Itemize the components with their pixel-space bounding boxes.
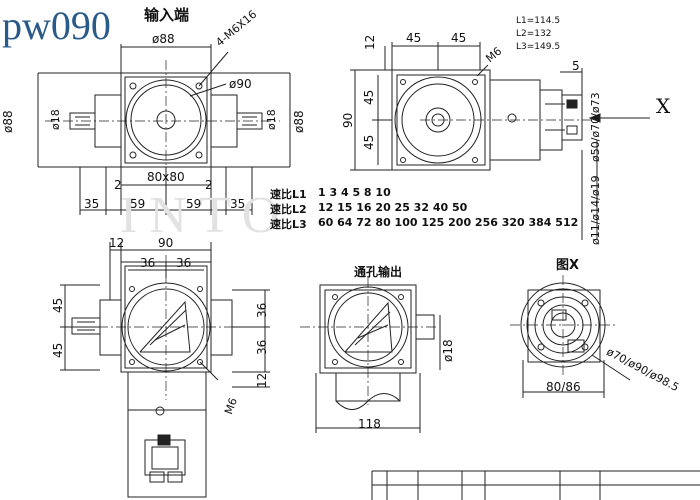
length-l1: L1=114.5	[516, 16, 561, 26]
top-view	[60, 242, 270, 498]
length-l2: L2=132	[516, 29, 552, 39]
dim-top-36-a: 36	[140, 256, 156, 270]
dim-bottom-59-left: 59	[130, 197, 146, 211]
dim-top-12-right: 12	[255, 372, 269, 388]
dim-bottom-59-right: 59	[186, 197, 202, 211]
dim-gap-left: 2	[114, 178, 122, 192]
dim-bottom-35-right: 35	[230, 197, 246, 211]
front-view	[37, 44, 291, 215]
title-block	[371, 470, 700, 500]
dim-gap-right: 2	[205, 178, 213, 192]
dim-flange-dia: ø50/ø70/ø73	[589, 92, 602, 162]
dim-top-45-a: 45	[51, 297, 65, 313]
ratio-l1-label: 速比L1	[270, 188, 307, 201]
dim-top-36-right-b: 36	[255, 339, 269, 355]
view-x-heading: 图X	[556, 258, 580, 273]
dim-top-36-b: 36	[176, 256, 192, 270]
view-x	[510, 275, 631, 398]
ratio-l2-values: 12 15 16 20 25 32 40 50	[318, 201, 468, 214]
watermark: INTO	[120, 187, 292, 244]
length-l3: L3=149.5	[516, 42, 561, 52]
dim-top-12: 12	[109, 236, 125, 250]
dim-side-45-a: 45	[362, 89, 376, 105]
dim-top-90: 90	[158, 236, 174, 250]
dim-side-45-b: 45	[362, 134, 376, 150]
dim-right-dia: ø88	[292, 110, 306, 133]
dim-side-top-45-a: 45	[406, 31, 422, 45]
front-view-heading: 输入端	[144, 6, 190, 24]
dim-top-36-right-a: 36	[255, 302, 269, 318]
dim-bottom-35-left: 35	[84, 197, 100, 211]
dim-right-shaft: ø18	[265, 109, 278, 130]
ratio-l3-label: 速比L3	[270, 218, 307, 231]
side-view	[350, 42, 650, 240]
dim-side-5: 5	[572, 59, 580, 73]
hollow-output-heading: 通孔输出	[354, 265, 403, 279]
drawing-title: pw090	[2, 3, 111, 48]
ratio-l1-values: 1 3 4 5 8 10	[318, 186, 391, 199]
dim-left-shaft: ø18	[49, 109, 62, 130]
dim-pilot: ø90	[229, 77, 252, 91]
view-x-arrow-label: X	[656, 94, 671, 118]
ratio-l2-label: 速比L2	[270, 203, 307, 216]
dim-top-45-b: 45	[51, 342, 65, 358]
dim-shaft-dia: ø11/ø14/ø19	[589, 175, 602, 245]
dim-side-90: 90	[341, 112, 355, 128]
ratio-l3-values: 60 64 72 80 100 125 200 256 320 384 512	[318, 216, 579, 229]
dim-hollow-18: ø18	[441, 339, 455, 362]
dim-viewx-8086: 80/86	[546, 380, 581, 394]
dim-side-top-12: 12	[363, 34, 377, 50]
hollow-output-view	[300, 278, 441, 433]
dim-hollow-118: 118	[358, 417, 381, 431]
dim-side-top-45-b: 45	[451, 31, 467, 45]
dim-square: 80x80	[147, 170, 185, 184]
dim-top-dia: ø88	[152, 32, 175, 46]
dim-left-dia: ø88	[1, 110, 15, 133]
